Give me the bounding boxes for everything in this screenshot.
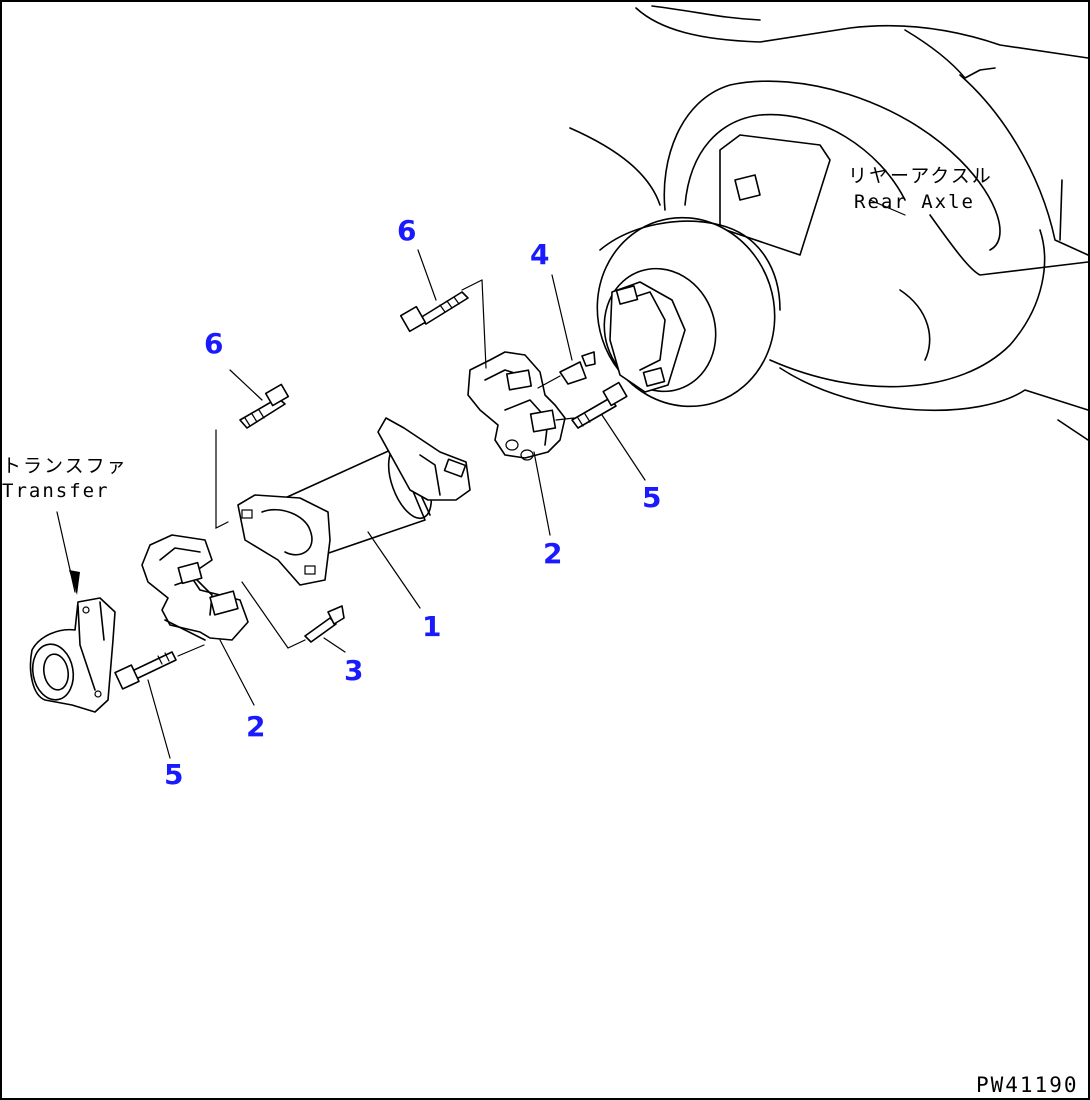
grease-fitting-3 <box>304 605 345 643</box>
leader-2-front <box>219 639 255 706</box>
callout-2-front: 2 <box>246 710 265 743</box>
guide-rear-6-b <box>461 279 483 291</box>
callout-3: 3 <box>344 654 363 687</box>
callout-2-rear: 2 <box>543 537 562 570</box>
leader-6-front <box>229 369 263 401</box>
bolt-front-6 <box>239 383 290 429</box>
front-cross-joint <box>141 534 249 641</box>
leader-rear-axle <box>869 199 906 216</box>
leader-1 <box>367 531 421 609</box>
guide-rear-6 <box>481 279 487 369</box>
leader-5-rear <box>601 414 646 481</box>
bolt-rear-6 <box>399 291 469 333</box>
leader-4 <box>551 274 573 361</box>
drawing-code: PW41190 <box>976 1073 1079 1097</box>
leader-2-rear <box>533 451 551 536</box>
leader-5-front <box>147 679 171 759</box>
transfer-flange <box>29 597 116 713</box>
guide-front-3 <box>241 581 306 649</box>
callout-1: 1 <box>422 610 441 643</box>
callout-4: 4 <box>530 238 549 271</box>
transfer-label-en: Transfer <box>2 480 110 502</box>
rear-cross-joint <box>467 351 566 461</box>
drive-shaft <box>237 417 471 586</box>
grease-fitting-4 <box>537 351 596 389</box>
rear-axle-label-jp: リヤーアクスル <box>848 165 993 187</box>
rear-axle-housing <box>569 5 1089 441</box>
rear-axle-label-en: Rear Axle <box>854 191 975 213</box>
callout-5-front: 5 <box>164 758 183 791</box>
callout-5-rear: 5 <box>642 481 661 514</box>
transfer-arrow <box>69 570 80 595</box>
callout-6-rear: 6 <box>397 214 416 247</box>
guide-front-6 <box>215 429 229 529</box>
bolt-rear-5 <box>571 381 628 429</box>
leader-3 <box>323 637 346 653</box>
callout-6-front: 6 <box>204 327 223 360</box>
transfer-label-jp: トランスファ <box>2 455 128 477</box>
bolt-front-5 <box>114 651 177 690</box>
guide-rear-5 <box>555 417 575 421</box>
guide-front-5 <box>177 644 205 657</box>
leader-6-rear <box>417 249 437 301</box>
